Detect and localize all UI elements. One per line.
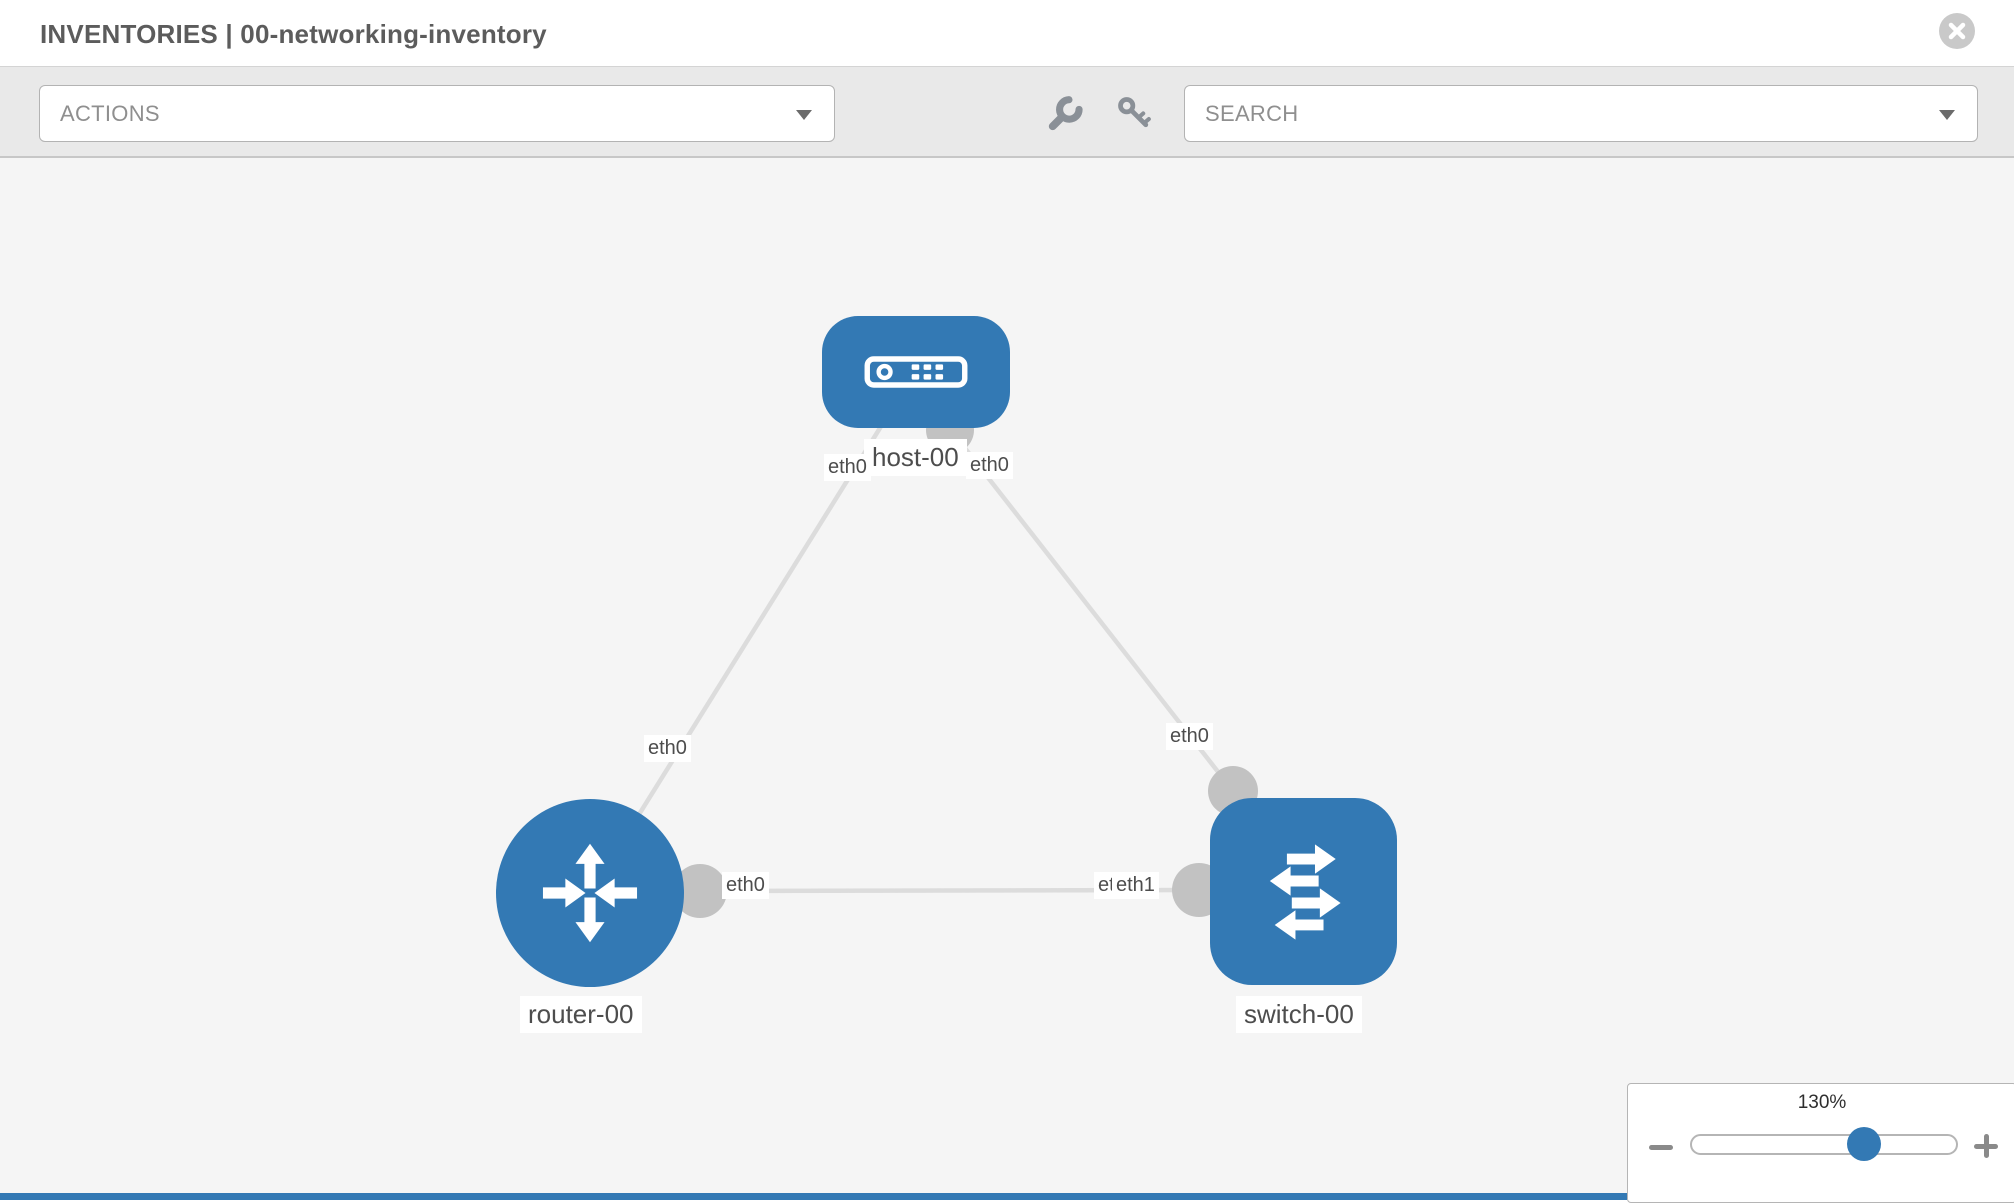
chevron-down-icon: [1939, 110, 1955, 120]
node-label-host: host-00: [864, 439, 967, 476]
toolbar: ACTIONS SEARCH: [0, 67, 2014, 158]
close-button[interactable]: [1939, 13, 1975, 49]
node-switch-00[interactable]: [1210, 798, 1397, 985]
zoom-level-value: 130%: [1797, 1092, 1847, 1113]
iface-label-host-switch-link: eth0: [1166, 723, 1213, 750]
actions-dropdown-label: ACTIONS: [60, 101, 160, 126]
minus-icon: [1649, 1145, 1673, 1150]
zoom-slider-thumb[interactable]: [1847, 1127, 1881, 1161]
iface-label-host-right: eth0: [966, 452, 1013, 479]
actions-dropdown[interactable]: ACTIONS: [39, 85, 835, 142]
topology-canvas[interactable]: host-00 router-00 switch-00 eth0 eth0 et…: [0, 158, 2014, 1200]
zoom-in-button[interactable]: [1970, 1130, 2002, 1162]
zoom-slider-track[interactable]: [1690, 1134, 1958, 1155]
chevron-down-icon: [796, 110, 812, 120]
iface-label-router-right: eth0: [722, 872, 769, 899]
credentials-button[interactable]: [1112, 91, 1156, 135]
host-icon: [864, 356, 968, 388]
iface-label-host-router-link: eth0: [644, 735, 691, 762]
iface-label-host-left: eth0: [824, 454, 871, 481]
node-router-00[interactable]: [496, 799, 684, 987]
wrench-icon: [1048, 96, 1083, 131]
close-icon: [1948, 22, 1966, 40]
page-header: INVENTORIES | 00-networking-inventory: [0, 0, 2014, 67]
zoom-panel: 130%: [1627, 1083, 2014, 1203]
zoom-out-button[interactable]: [1646, 1134, 1676, 1160]
plus-icon: [1983, 1134, 1989, 1158]
router-icon: [542, 843, 638, 943]
bottom-accent-strip: [0, 1193, 1627, 1200]
search-dropdown[interactable]: SEARCH: [1184, 85, 1978, 142]
interface-dot-router: [673, 864, 727, 918]
node-host-00[interactable]: [822, 316, 1010, 428]
iface-label-switch-left-front: eth1: [1112, 872, 1159, 899]
links-layer: [588, 406, 1258, 918]
key-icon: [1118, 97, 1151, 128]
tools-button[interactable]: [1044, 91, 1088, 135]
switch-icon: [1269, 843, 1341, 940]
page-title: INVENTORIES | 00-networking-inventory: [40, 19, 547, 49]
node-label-router: router-00: [520, 996, 642, 1033]
search-dropdown-label: SEARCH: [1205, 101, 1299, 126]
node-label-switch: switch-00: [1236, 996, 1362, 1033]
